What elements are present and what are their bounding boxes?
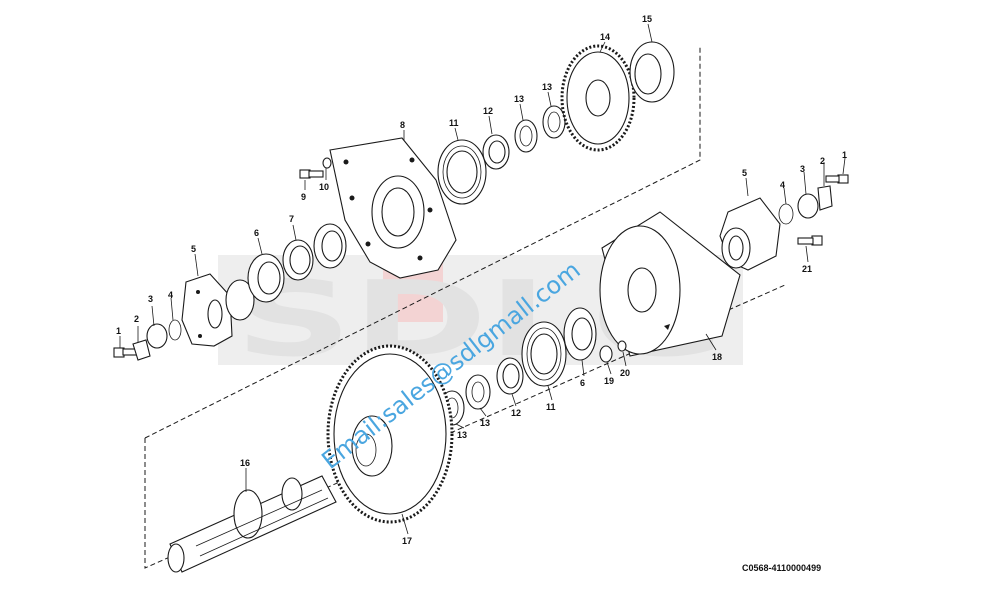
callout-8: 8 (400, 120, 405, 130)
callout-1: 1 (116, 326, 121, 336)
callout-13b: 13 (542, 82, 552, 92)
lock-plate-2-right (817, 185, 833, 211)
cover-3-right (797, 193, 819, 219)
callout-14: 14 (600, 32, 610, 42)
spacer-12-lower (496, 357, 524, 395)
washer-10 (322, 157, 332, 169)
bolt-1 (113, 347, 138, 358)
seal-6 (247, 253, 285, 303)
bolt-9 (299, 169, 324, 179)
needle-bearing-13c (465, 374, 491, 410)
bearing-11-lower (521, 321, 567, 387)
needle-bearing-13a (514, 119, 538, 153)
washer-20 (617, 340, 627, 352)
ring-7 (282, 239, 314, 281)
callout-3: 3 (148, 294, 153, 304)
callout-13a: 13 (514, 94, 524, 104)
flange-5 (181, 273, 255, 347)
cover-3 (146, 323, 168, 349)
callout-1-right: 1 (842, 150, 847, 160)
callout-18: 18 (712, 352, 722, 362)
callout-13d: 13 (457, 430, 467, 440)
callout-3-right: 3 (800, 164, 805, 174)
callout-11: 11 (449, 118, 459, 128)
callout-20: 20 (620, 368, 630, 378)
bearing-11 (437, 139, 487, 205)
spacer-12 (482, 134, 510, 170)
callout-19: 19 (604, 376, 614, 386)
callout-13c: 13 (480, 418, 490, 428)
callout-10: 10 (319, 182, 329, 192)
callout-7: 7 (289, 214, 294, 224)
callout-2: 2 (134, 314, 139, 324)
callout-17: 17 (402, 536, 412, 546)
drawing-code: C0568-4110000499 (742, 563, 821, 573)
bolt-21 (797, 235, 823, 246)
callout-9: 9 (301, 192, 306, 202)
callout-5: 5 (191, 244, 196, 254)
washer-19 (599, 345, 613, 363)
drum-housing-18 (599, 211, 741, 357)
seal-6-lower (563, 307, 597, 361)
callout-11-lower: 11 (546, 402, 556, 412)
callout-16: 16 (240, 458, 250, 468)
ring-7b (313, 223, 347, 269)
callout-6: 6 (254, 228, 259, 238)
callout-21: 21 (802, 264, 812, 274)
flange-5-right (719, 197, 781, 271)
housing-8 (329, 137, 457, 279)
callouts: 1 2 3 4 5 6 7 8 9 10 11 12 13 13 14 15 1… (116, 14, 847, 546)
callout-4: 4 (168, 290, 173, 300)
upper-assembly (113, 41, 675, 361)
gear-14 (560, 44, 636, 152)
shaft-16 (167, 475, 337, 573)
bolt-1-right (825, 174, 849, 184)
callout-4-right: 4 (780, 180, 785, 190)
callout-15: 15 (642, 14, 652, 24)
assembly-boundary (144, 45, 786, 569)
lower-assembly (167, 174, 849, 573)
o-ring-4-right (778, 203, 794, 225)
callout-2-right: 2 (820, 156, 825, 166)
callout-5-right: 5 (742, 168, 747, 178)
o-ring-4 (168, 319, 182, 341)
callout-12: 12 (483, 106, 493, 116)
gear-17 (326, 344, 454, 524)
lock-plate-2 (132, 339, 151, 361)
needle-bearing-13b (542, 105, 566, 139)
callout-12-lower: 12 (511, 408, 521, 418)
callout-6-lower: 6 (580, 378, 585, 388)
hub-15 (629, 41, 675, 103)
